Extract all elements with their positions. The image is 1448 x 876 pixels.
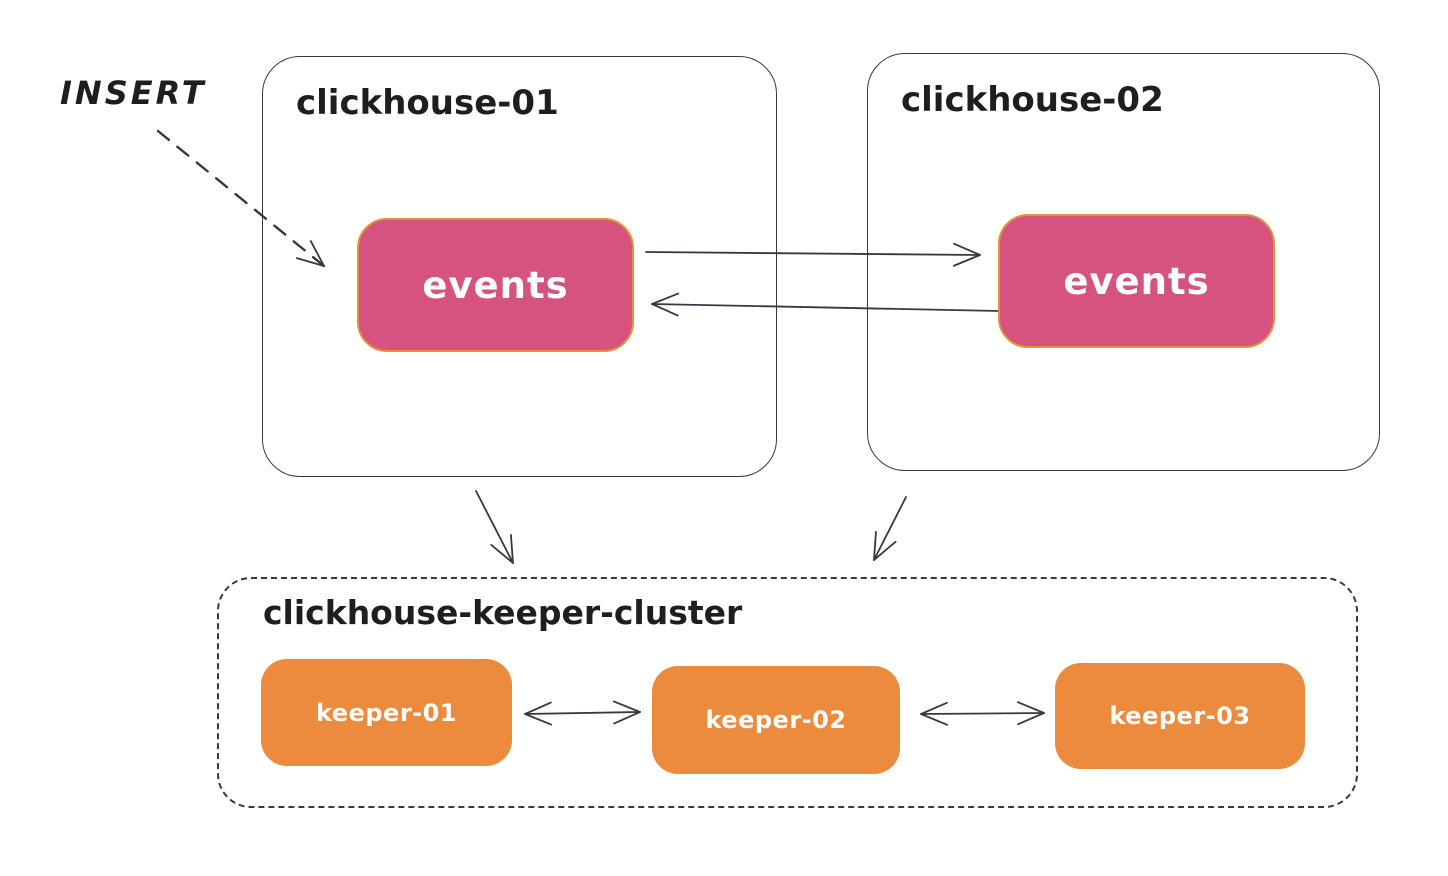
node-keeper-cluster: clickhouse-keeper-cluster keeper-01 keep… [217,577,1358,808]
node-keeper-01: keeper-01 [261,659,512,766]
keeper-02-label: keeper-02 [705,706,847,734]
clickhouse-02-to-keeper-arrow [873,496,907,561]
events-table-02-label: events [1063,259,1210,303]
keeper-03-label: keeper-03 [1109,702,1251,730]
clickhouse-02-title: clickhouse-02 [901,80,1164,120]
keeper-01-label: keeper-01 [315,698,458,727]
node-events-table-02: events [998,214,1275,348]
node-events-table-01: events [357,218,634,352]
node-clickhouse-02: clickhouse-02 events [867,53,1380,471]
node-keeper-03: keeper-03 [1055,663,1305,769]
keeper-cluster-title: clickhouse-keeper-cluster [263,593,743,632]
clickhouse-01-title: clickhouse-01 [296,83,559,123]
node-keeper-02: keeper-02 [652,666,900,774]
clickhouse-01-to-keeper-arrow [475,490,514,564]
node-clickhouse-01: clickhouse-01 events [262,56,777,477]
events-table-01-label: events [422,263,569,307]
insert-label: INSERT [60,74,207,112]
